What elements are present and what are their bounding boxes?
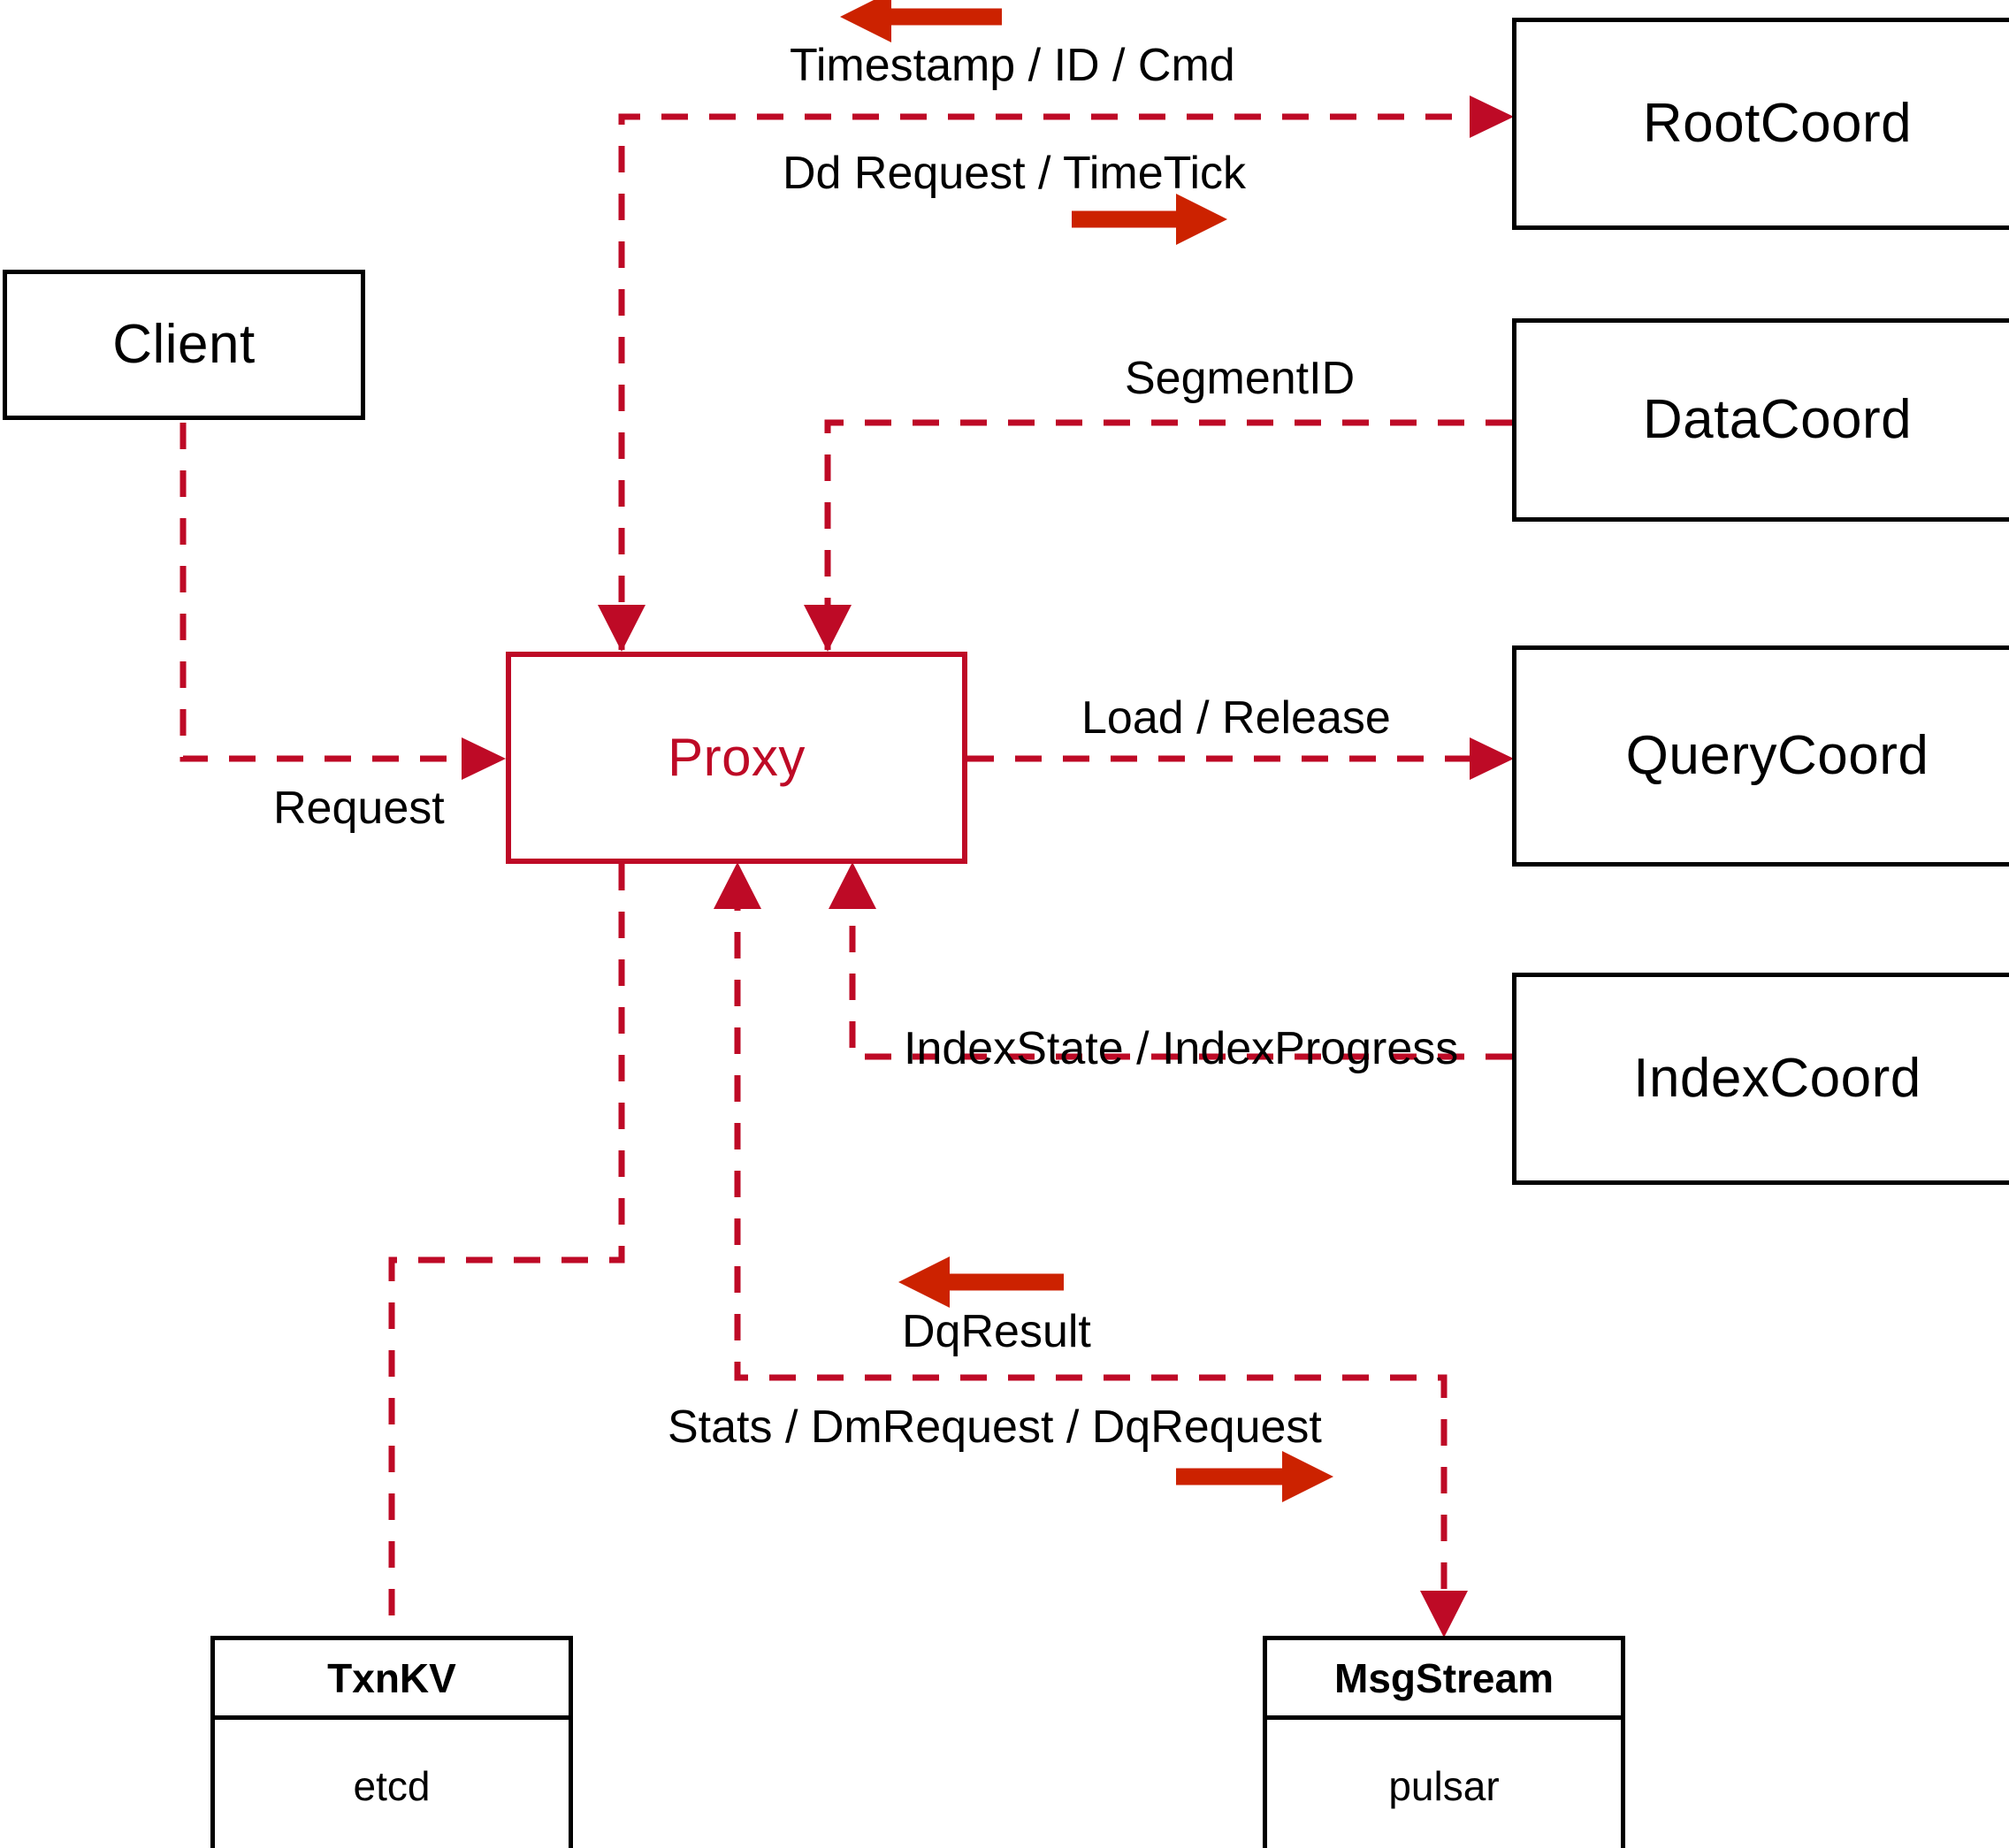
edge-label-request: Request: [273, 783, 445, 834]
edge-label-timestamp-id-cmd: Timestamp / ID / Cmd: [790, 40, 1235, 91]
node-indexcoord[interactable]: IndexCoord: [1512, 973, 2009, 1185]
edge-proxy-querycoord: [967, 737, 1514, 780]
node-msgstream-header: MsgStream: [1267, 1640, 1621, 1720]
node-datacoord[interactable]: DataCoord: [1512, 318, 2009, 522]
node-rootcoord[interactable]: RootCoord: [1512, 18, 2009, 230]
direction-arrow-dqresult: [898, 1256, 1064, 1308]
edge-label-stats-dm-dq-request: Stats / DmRequest / DqRequest: [668, 1401, 1322, 1453]
direction-arrow-dd-request: [1072, 194, 1227, 245]
node-datacoord-label: DataCoord: [1642, 389, 1913, 450]
edge-label-dd-request-timetick: Dd Request / TimeTick: [783, 148, 1247, 199]
edge-proxy-rootcoord: [598, 95, 1514, 652]
direction-arrow-timestamp: [840, 0, 1002, 42]
node-querycoord[interactable]: QueryCoord: [1512, 645, 2009, 867]
edge-label-dq-result: DqResult: [902, 1306, 1091, 1357]
node-rootcoord-label: RootCoord: [1642, 93, 1913, 154]
node-txnkv-body: etcd: [353, 1763, 431, 1809]
node-indexcoord-label: IndexCoord: [1633, 1048, 1921, 1109]
node-msgstream[interactable]: MsgStream pulsar: [1263, 1636, 1625, 1848]
edge-indexcoord-proxy: [829, 862, 1512, 1060]
node-msgstream-body: pulsar: [1388, 1763, 1500, 1809]
edge-label-load-release: Load / Release: [1081, 692, 1391, 744]
node-txnkv[interactable]: TxnKV etcd: [210, 1636, 573, 1848]
node-querycoord-label: QueryCoord: [1625, 725, 1929, 786]
edge-label-index-state-progress: IndexState / IndexProgress: [904, 1023, 1459, 1074]
edge-datacoord-proxy: [804, 419, 1512, 652]
node-client[interactable]: Client: [3, 270, 365, 420]
node-txnkv-header: TxnKV: [215, 1640, 569, 1720]
direction-arrow-dqrequest: [1176, 1451, 1333, 1502]
edge-client-proxy: [180, 423, 506, 780]
edge-proxy-msgstream: [714, 862, 1468, 1638]
node-proxy-label: Proxy: [668, 728, 806, 787]
edge-proxy-txnkv: [388, 864, 625, 1636]
node-client-label: Client: [112, 314, 256, 375]
edge-label-segment-id: SegmentID: [1125, 353, 1356, 404]
node-proxy[interactable]: Proxy: [506, 652, 967, 864]
